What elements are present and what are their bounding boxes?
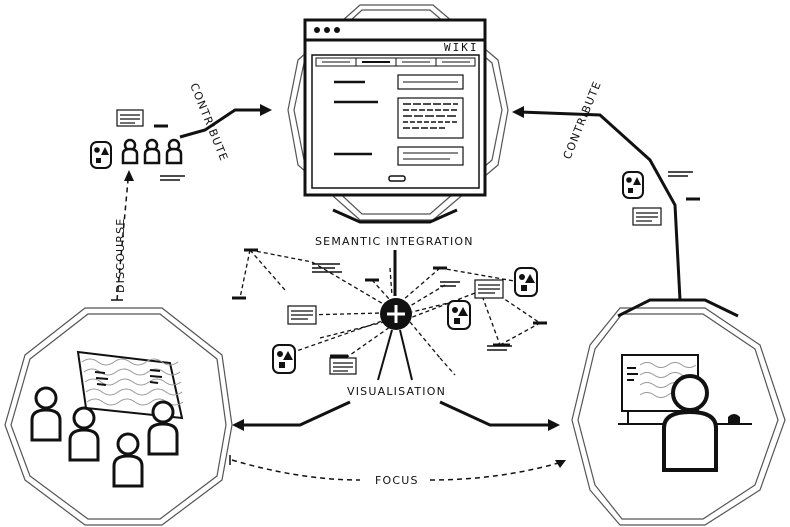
contribute-left-arrowhead [260, 104, 272, 116]
person-icon [112, 432, 144, 488]
semantic-network [232, 248, 547, 376]
media-shapes-icon [90, 141, 112, 169]
wiki-title: WIKI [444, 41, 479, 54]
label-visualisation: VISUALISATION [347, 385, 446, 398]
discourse-arrow [111, 170, 134, 301]
contribute-left-path [179, 108, 262, 139]
individual-outer-ring [571, 307, 786, 526]
person-icon [165, 138, 183, 165]
wiki-base-connector [332, 208, 458, 296]
document-icon [287, 305, 317, 325]
label-semantic-integration: SEMANTIC INTEGRATION [315, 235, 474, 248]
person-icon [68, 406, 100, 462]
contribute-right-path [519, 110, 682, 301]
document-icon [632, 207, 662, 226]
media-shapes-icon [622, 171, 644, 199]
plus-hub-icon [380, 298, 412, 330]
document-icon [474, 279, 504, 299]
cup-icon [728, 414, 740, 424]
media-shapes-icon [447, 300, 471, 330]
person-icon [662, 374, 718, 472]
contribute-right-arrowhead [512, 106, 524, 118]
document-icon [116, 109, 144, 127]
individual-top-connector [617, 298, 739, 318]
display-board-icon [76, 350, 184, 420]
person-icon [143, 138, 161, 165]
person-icon [30, 386, 62, 442]
person-icon [121, 138, 139, 165]
document-icon [329, 357, 357, 375]
visualisation-arrows [240, 400, 552, 427]
wiki-node: WIKI [287, 4, 509, 221]
arrow-head-right [548, 419, 560, 431]
media-shapes-icon [272, 344, 296, 374]
label-contribute-left: CONTRIBUTE [187, 81, 230, 163]
browser-window-icon: WIKI [303, 18, 487, 197]
visualisation-branch [377, 329, 413, 381]
focus-arrow [229, 455, 566, 481]
label-focus: FOCUS [375, 474, 419, 487]
group-session-node [4, 307, 233, 526]
person-icon [147, 400, 179, 456]
label-discourse: DISCOURSE [114, 218, 127, 293]
arrow-head-left [232, 419, 244, 431]
media-shapes-icon [514, 267, 538, 297]
individual-node [571, 307, 786, 526]
group-outer-ring [4, 307, 233, 526]
label-contribute-right: CONTRIBUTE [561, 79, 604, 161]
